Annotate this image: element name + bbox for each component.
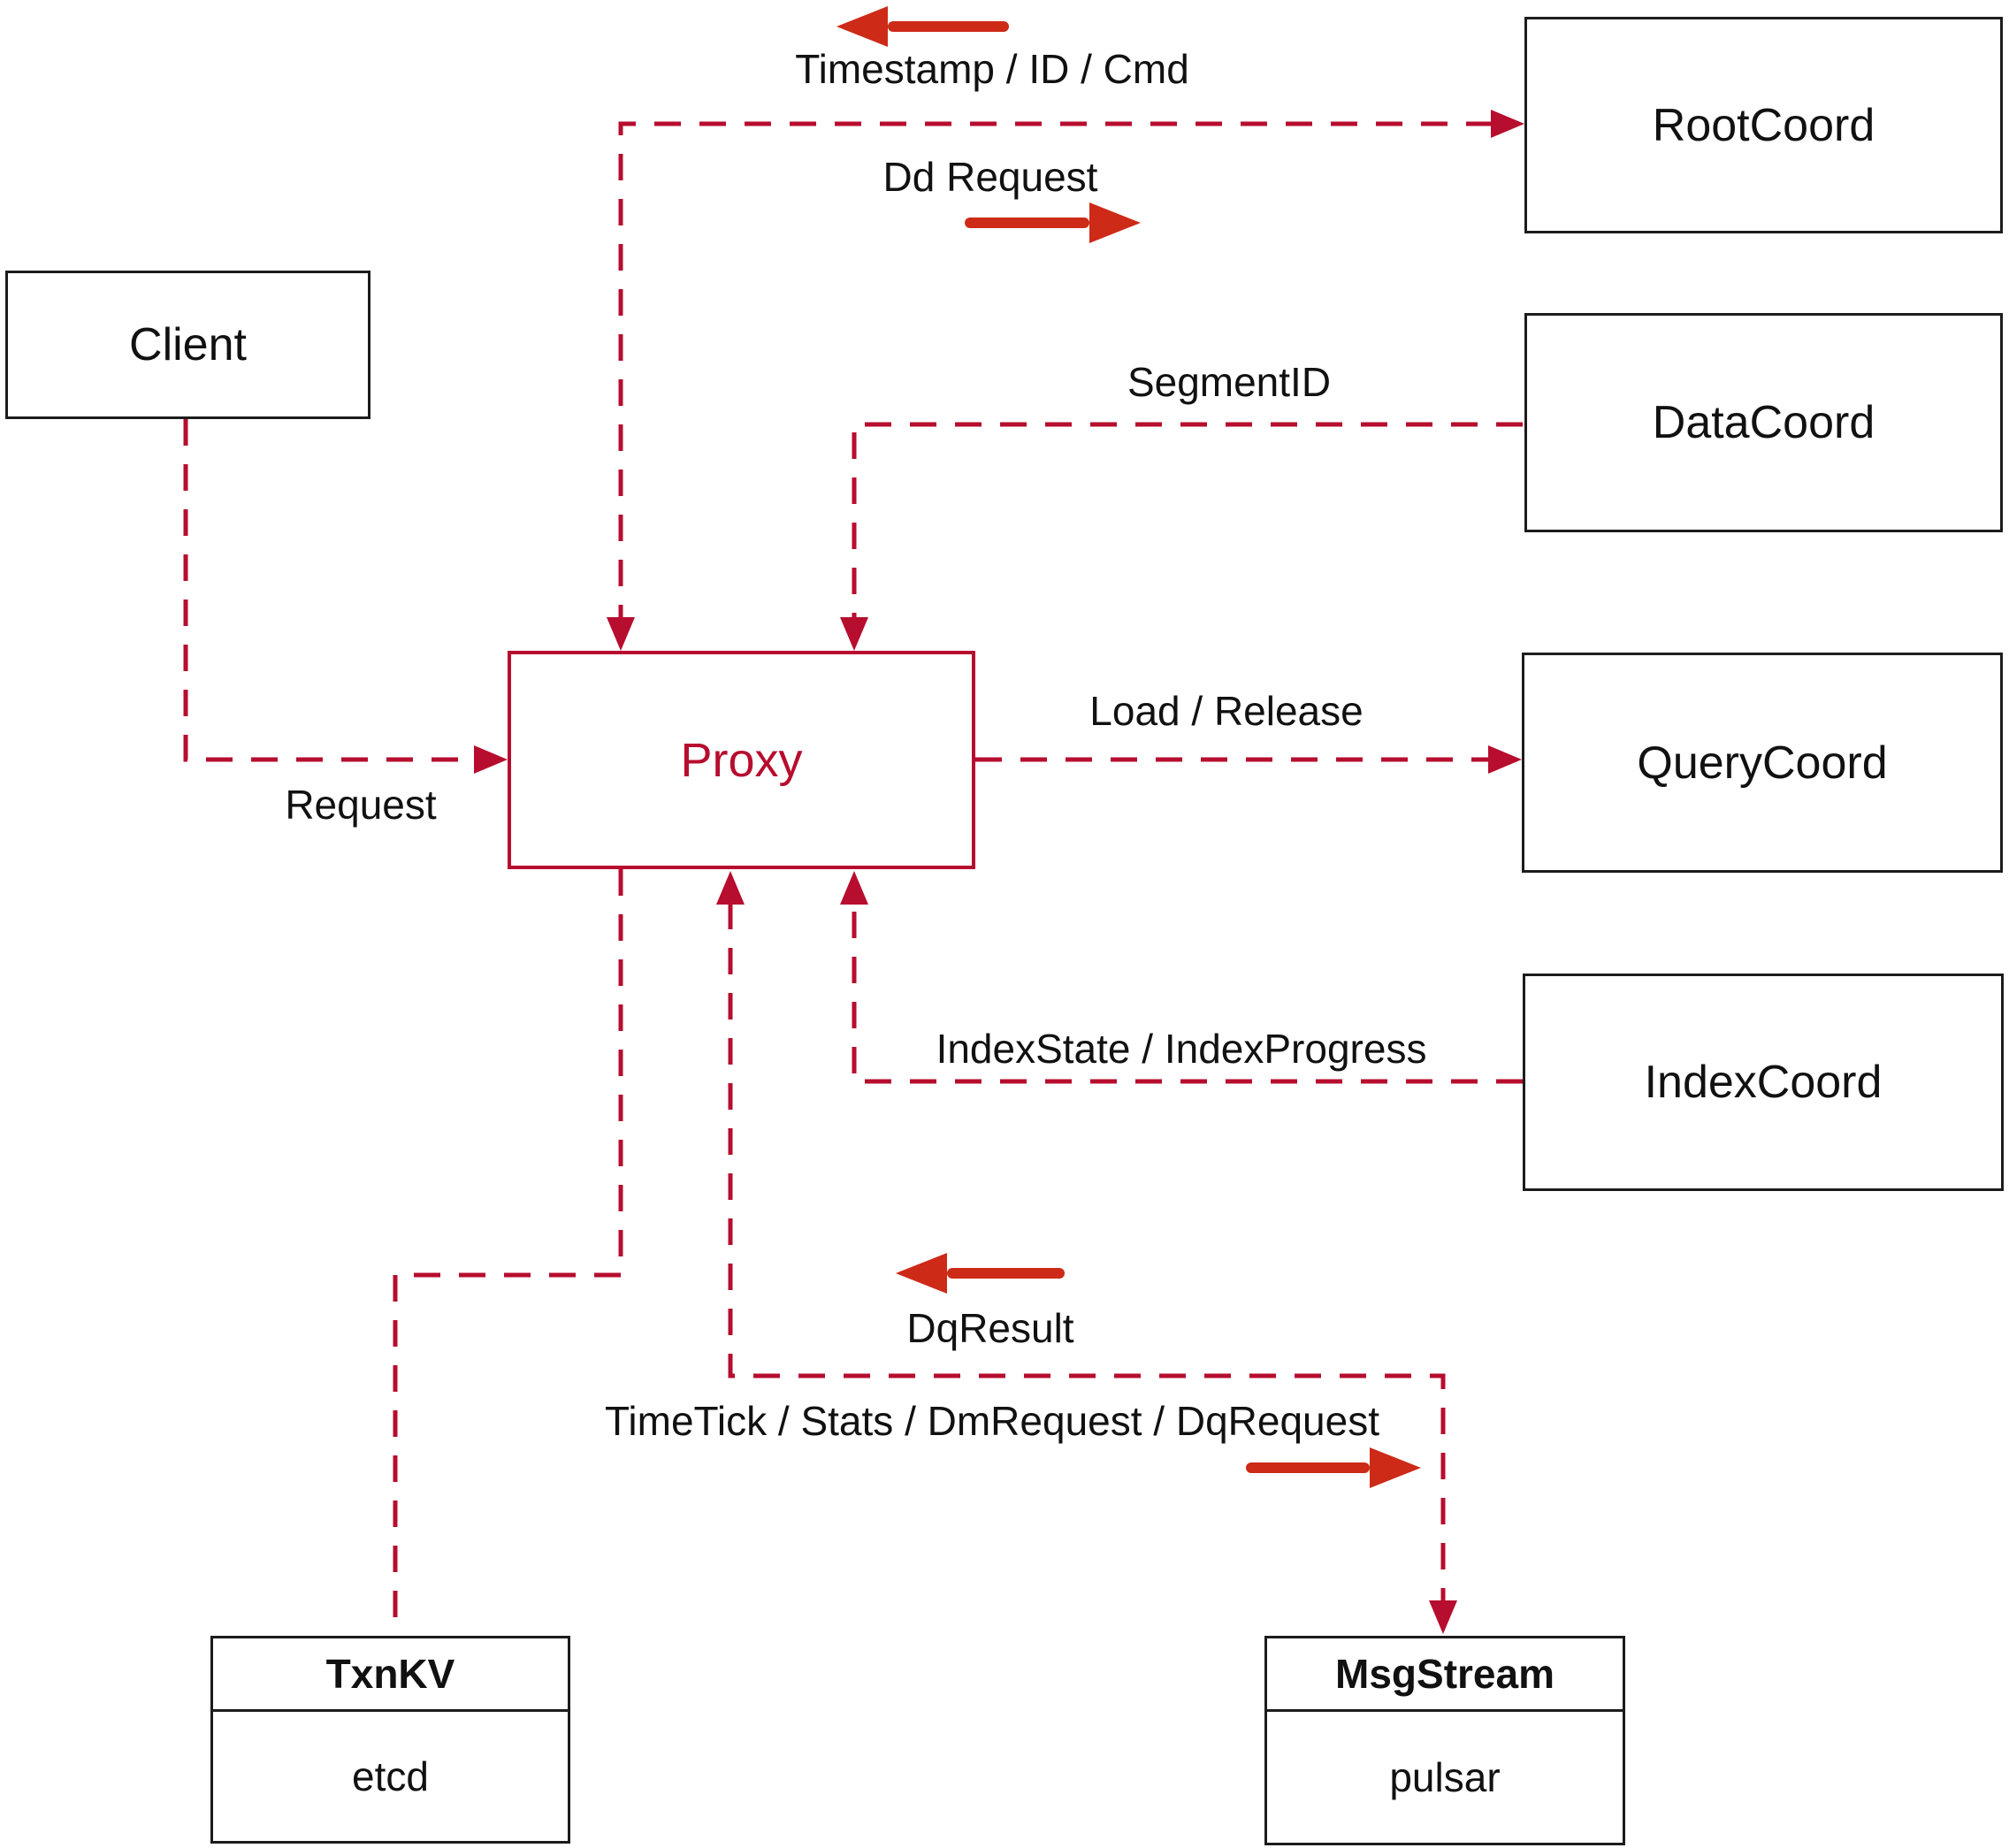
edge-label-timetick-stats-dmrequest-dqrequest: TimeTick / Stats / DmRequest / DqRequest (605, 1398, 1379, 1444)
edge-datacoord-proxy (852, 422, 1523, 621)
msgstream-node: MsgStream pulsar (1264, 1636, 1625, 1845)
direction-arrow-left-dqresult-icon (896, 1253, 947, 1294)
indexcoord-node: IndexCoord (1523, 974, 2004, 1191)
edge-client-proxy (183, 419, 476, 762)
datacoord-node: DataCoord (1524, 313, 2003, 532)
arrowhead-into-proxy-bottom-right (840, 871, 868, 905)
arrowhead-into-proxy-top-right (840, 617, 868, 651)
edge-proxy-msgstream (728, 903, 1446, 1600)
edge-label-segmentid: SegmentID (1127, 359, 1332, 405)
proxy-label: Proxy (680, 733, 803, 787)
arrowhead-into-querycoord (1488, 745, 1522, 774)
edge-label-indexstate-indexprogress: IndexState / IndexProgress (936, 1026, 1427, 1072)
datacoord-label: DataCoord (1652, 397, 1875, 448)
edge-label-load-release: Load / Release (1089, 688, 1364, 734)
edge-label-timestamp-id-cmd: Timestamp / ID / Cmd (795, 46, 1189, 92)
edge-label-request: Request (285, 782, 437, 828)
edge-indexcoord-proxy (852, 903, 1523, 1084)
rootcoord-node: RootCoord (1524, 17, 2003, 233)
arrowhead-into-rootcoord (1491, 110, 1524, 138)
proxy-node: Proxy (508, 651, 975, 869)
client-label: Client (129, 319, 247, 370)
arrowhead-into-proxy-top-left (607, 617, 635, 651)
querycoord-node: QueryCoord (1522, 653, 2003, 873)
direction-arrow-right-timetick-icon (1370, 1447, 1421, 1488)
edge-proxy-rootcoord (618, 121, 1493, 621)
direction-arrow-right-ddrequest-icon (1089, 202, 1141, 243)
txnkv-subtitle: etcd (352, 1753, 429, 1799)
indexcoord-label: IndexCoord (1644, 1057, 1883, 1108)
direction-arrow-left-timestamp-icon (836, 6, 888, 47)
edge-label-dqresult: DqResult (906, 1305, 1074, 1351)
msgstream-subtitle: pulsar (1389, 1754, 1501, 1800)
arrowhead-into-proxy-bottom-middle (716, 871, 745, 905)
rootcoord-label: RootCoord (1652, 99, 1875, 151)
arrowhead-into-msgstream (1429, 1600, 1457, 1634)
querycoord-label: QueryCoord (1637, 737, 1888, 789)
edge-proxy-txnkv (393, 869, 623, 1634)
txnkv-node: TxnKV etcd (210, 1636, 570, 1844)
edge-label-dd-request: Dd Request (882, 154, 1098, 200)
txnkv-title: TxnKV (213, 1638, 568, 1712)
msgstream-title: MsgStream (1267, 1638, 1623, 1712)
arrowhead-into-proxy-left (474, 745, 508, 774)
client-node: Client (5, 271, 370, 419)
